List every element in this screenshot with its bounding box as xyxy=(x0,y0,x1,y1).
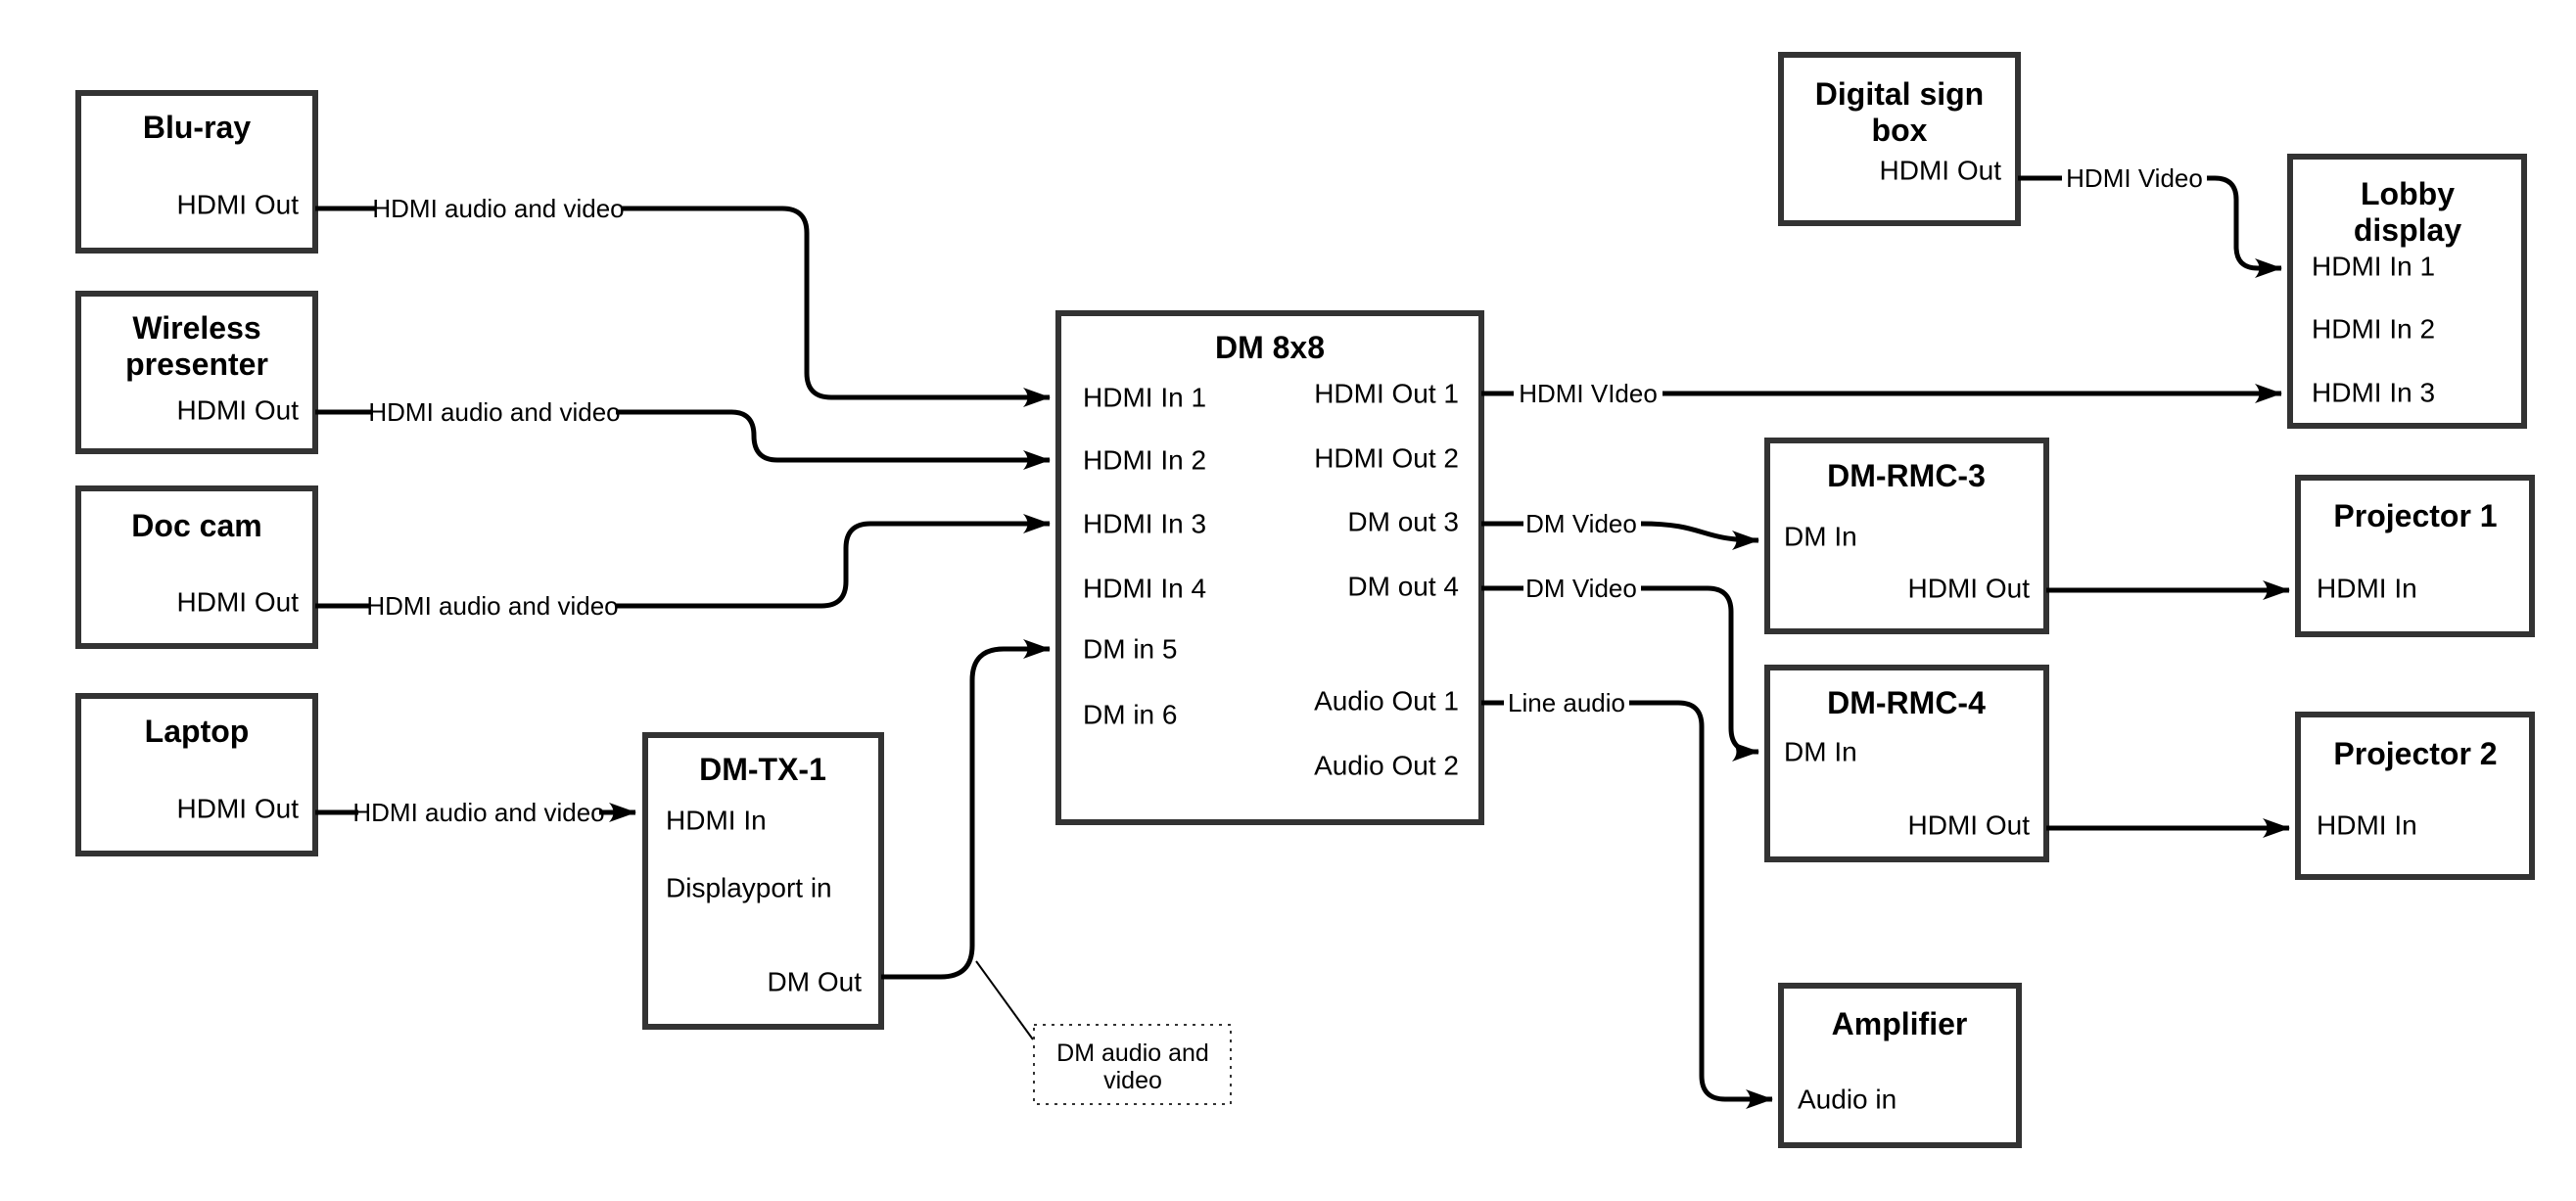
node-digitalsign-box xyxy=(1778,52,2021,226)
node-lobby-title-line1: Lobby xyxy=(2361,176,2455,211)
port-dm8x8-hdmi-in-2: HDMI In 2 xyxy=(1083,445,1206,476)
node-proj1-title: Projector 1 xyxy=(2333,498,2497,533)
node-dmrmc3-title: DM-RMC-3 xyxy=(1827,458,1986,493)
wire-label-audio-out-1: Line audio xyxy=(1508,688,1625,717)
node-proj2-box xyxy=(2295,712,2535,880)
wire-dm8x8-to-dmrmc4 xyxy=(1641,585,1759,762)
node-dmrmc3: DM-RMC-3 DM In HDMI Out xyxy=(1764,438,2049,634)
callout-text-line1: DM audio and xyxy=(1056,1039,1209,1067)
port-proj1-hdmi-in: HDMI In xyxy=(2317,574,2417,604)
port-dm8x8-hdmi-in-3: HDMI In 3 xyxy=(1083,509,1206,539)
callout-pointer-line xyxy=(975,960,1034,1040)
port-doccam-hdmi-out: HDMI Out xyxy=(177,587,300,618)
node-digitalsign-title-line1: Digital sign xyxy=(1815,76,1984,112)
node-bluray-box xyxy=(75,90,318,254)
node-dmtx1-box xyxy=(642,732,884,1030)
node-proj2-title: Projector 2 xyxy=(2333,736,2497,771)
node-dmtx1-title: DM-TX-1 xyxy=(699,752,826,787)
port-dm8x8-hdmi-out-2: HDMI Out 2 xyxy=(1314,443,1459,474)
wire-bluray-to-dm8x8 xyxy=(622,206,1051,407)
node-dmrmc4: DM-RMC-4 DM In HDMI Out xyxy=(1764,665,2049,862)
node-proj1-box xyxy=(2295,475,2535,637)
port-dmtx1-hdmi-in: HDMI In xyxy=(666,806,767,836)
port-dm8x8-dm-in-5: DM in 5 xyxy=(1083,634,1177,665)
node-dm8x8-box xyxy=(1055,310,1484,825)
port-dm8x8-hdmi-in-1: HDMI In 1 xyxy=(1083,383,1206,413)
node-laptop-box xyxy=(75,693,318,856)
node-projector-2: Projector 2 HDMI In xyxy=(2295,712,2535,880)
port-digitalsign-hdmi-out: HDMI Out xyxy=(1880,156,2002,186)
node-projector-1: Projector 1 HDMI In xyxy=(2295,475,2535,637)
port-dmrmc3-hdmi-out: HDMI Out xyxy=(1908,574,2031,604)
node-wireless-box xyxy=(75,291,318,454)
callout-text-line2: video xyxy=(1103,1067,1162,1094)
port-dm8x8-audio-out-1: Audio Out 1 xyxy=(1314,686,1459,716)
wire-doccam-to-dm8x8 xyxy=(616,514,1051,609)
node-dmrmc4-title: DM-RMC-4 xyxy=(1827,685,1986,720)
node-bluray: Blu-ray HDMI Out xyxy=(75,90,318,254)
node-doccam-box xyxy=(75,485,318,649)
port-bluray-hdmi-out: HDMI Out xyxy=(177,190,300,220)
node-amplifier-box xyxy=(1778,983,2022,1148)
node-lobby-box xyxy=(2287,154,2527,429)
wire-dm8x8-to-amplifier xyxy=(1629,700,1773,1109)
node-wireless-title-line1: Wireless xyxy=(132,310,260,346)
wires xyxy=(315,175,2290,1109)
node-amplifier: Amplifier Audio in xyxy=(1778,983,2022,1148)
port-amplifier-audio-in: Audio in xyxy=(1798,1085,1897,1115)
wire-label-wireless: HDMI audio and video xyxy=(368,397,620,427)
node-lobby-display: Lobby display HDMI In 1 HDMI In 2 HDMI I… xyxy=(2287,154,2527,429)
wire-label-laptop: HDMI audio and video xyxy=(352,798,604,827)
port-laptop-hdmi-out: HDMI Out xyxy=(177,794,300,824)
node-wireless-presenter: Wireless presenter HDMI Out xyxy=(75,291,318,454)
node-dmtx1: DM-TX-1 HDMI In Displayport in DM Out xyxy=(642,732,884,1030)
port-dm8x8-audio-out-2: Audio Out 2 xyxy=(1314,751,1459,781)
node-dmrmc3-box xyxy=(1764,438,2049,634)
port-dmrmc4-hdmi-out: HDMI Out xyxy=(1908,810,2031,841)
node-digital-sign-box: Digital sign box HDMI Out xyxy=(1778,52,2021,226)
wire-label-bluray: HDMI audio and video xyxy=(372,194,624,223)
port-dmrmc4-dm-in: DM In xyxy=(1784,737,1857,767)
wire-dm8x8-to-dmrmc3 xyxy=(1640,521,1759,550)
node-dm8x8-title: DM 8x8 xyxy=(1215,330,1325,365)
port-dm8x8-hdmi-out-1: HDMI Out 1 xyxy=(1314,379,1459,409)
callout-dm-audio-video: DM audio and video xyxy=(975,960,1232,1105)
wire-label-hdmi-out-1: HDMI VIdeo xyxy=(1519,379,1658,408)
node-laptop: Laptop HDMI Out xyxy=(75,693,318,856)
node-bluray-title: Blu-ray xyxy=(143,110,251,145)
port-dm8x8-dm-in-6: DM in 6 xyxy=(1083,700,1177,730)
port-dm8x8-dm-out-4: DM out 4 xyxy=(1347,572,1459,602)
port-dm8x8-hdmi-in-4: HDMI In 4 xyxy=(1083,574,1206,604)
node-wireless-title-line2: presenter xyxy=(125,346,268,382)
wire-label-digitalsign: HDMI Video xyxy=(2066,163,2203,193)
port-lobby-hdmi-in-1: HDMI In 1 xyxy=(2312,252,2435,282)
node-amplifier-title: Amplifier xyxy=(1832,1006,1968,1041)
node-lobby-title-line2: display xyxy=(2354,212,2461,248)
port-proj2-hdmi-in: HDMI In xyxy=(2317,810,2417,841)
wire-digitalsign-to-lobby xyxy=(2207,175,2282,278)
wire-wireless-to-dm8x8 xyxy=(616,409,1051,470)
wire-labels: HDMI audio and video HDMI audio and vide… xyxy=(352,163,2202,827)
wire-label-dm-out-4: DM Video xyxy=(1525,574,1637,603)
port-wireless-hdmi-out: HDMI Out xyxy=(177,395,300,426)
port-dmtx1-displayport-in: Displayport in xyxy=(666,873,832,903)
node-laptop-title: Laptop xyxy=(145,714,250,749)
node-digitalsign-title-line2: box xyxy=(1872,113,1928,148)
node-dmrmc4-box xyxy=(1764,665,2049,862)
wire-label-doccam: HDMI audio and video xyxy=(366,591,618,621)
wire-dmtx1-to-dm8x8 xyxy=(881,639,1051,980)
wire-label-dm-out-3: DM Video xyxy=(1525,509,1637,538)
node-doccam: Doc cam HDMI Out xyxy=(75,485,318,649)
port-dmrmc3-dm-in: DM In xyxy=(1784,522,1857,552)
node-doccam-title: Doc cam xyxy=(131,508,261,543)
port-lobby-hdmi-in-2: HDMI In 2 xyxy=(2312,314,2435,345)
node-dm8x8: DM 8x8 HDMI In 1 HDMI In 2 HDMI In 3 HDM… xyxy=(1055,310,1484,825)
port-dmtx1-dm-out: DM Out xyxy=(768,967,863,997)
port-dm8x8-dm-out-3: DM out 3 xyxy=(1347,507,1459,537)
callout-box xyxy=(1033,1024,1232,1105)
port-lobby-hdmi-in-3: HDMI In 3 xyxy=(2312,378,2435,408)
